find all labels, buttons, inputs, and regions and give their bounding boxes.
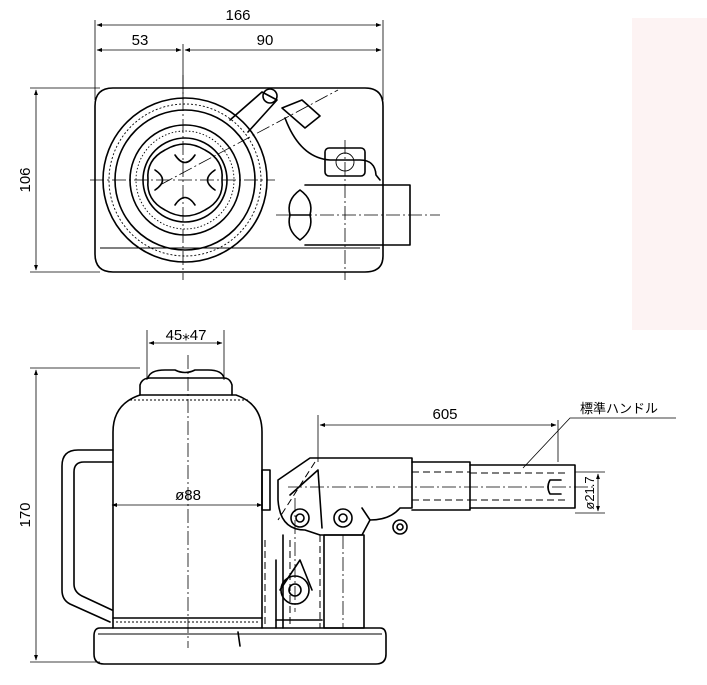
ram-column (323, 534, 365, 629)
dim-106-label: 106 (17, 167, 34, 192)
lever-housing (277, 457, 413, 536)
side-base (93, 627, 387, 665)
dim-166-label: 166 (225, 7, 250, 24)
handle-socket-side (411, 461, 471, 511)
dim-53-label: 53 (132, 32, 149, 49)
cylinder-body (112, 394, 263, 629)
dim-90-label: 90 (257, 32, 274, 49)
dim-605-label: 605 (432, 406, 457, 423)
standard-handle-label: 標準ハンドル (580, 401, 658, 416)
dim-saddle-label: 45⁎47 (166, 327, 207, 344)
side-view (30, 330, 676, 665)
side-panel (632, 18, 707, 330)
handle-leader (522, 417, 676, 469)
dim-170-label: 170 (17, 502, 34, 527)
dim-88-label: ø88 (175, 487, 201, 504)
top-view (30, 20, 440, 280)
dim-dia-label: ø21.7 (582, 476, 597, 509)
carry-handle (61, 449, 114, 623)
top-base-outline (94, 87, 384, 273)
saddle-side (139, 377, 233, 396)
